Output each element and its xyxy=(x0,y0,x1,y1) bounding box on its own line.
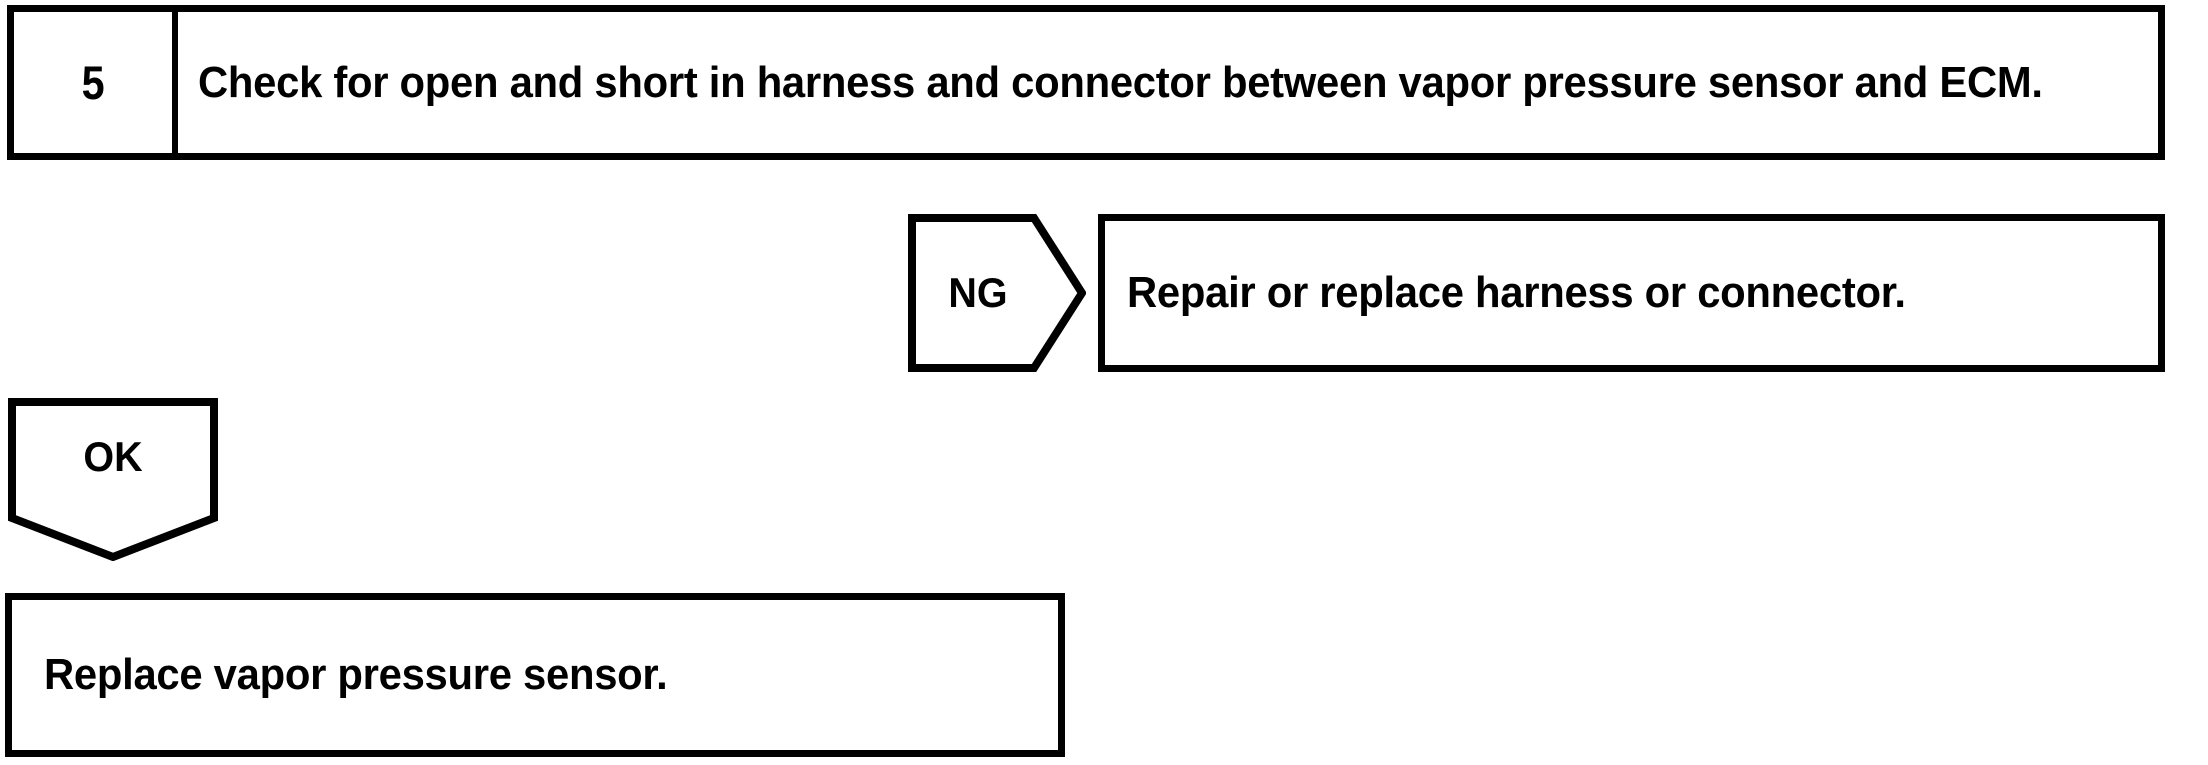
ng-action-text: Repair or replace harness or connector. xyxy=(1127,268,1906,317)
ng-arrow-shape xyxy=(908,214,1086,372)
step-header-box: 5 Check for open and short in harness an… xyxy=(7,5,2165,160)
ng-action-box: Repair or replace harness or connector. xyxy=(1098,214,2165,372)
ng-branch-label: NG xyxy=(948,269,1008,316)
step-number: 5 xyxy=(81,56,105,109)
step-instruction-text: Check for open and short in harness and … xyxy=(198,57,2043,107)
step-instruction-cell: Check for open and short in harness and … xyxy=(184,12,2158,153)
ok-arrow-icon xyxy=(8,398,218,561)
ok-branch-label: OK xyxy=(83,433,143,480)
ng-arrow-icon xyxy=(908,214,1086,372)
ok-action-box: Replace vapor pressure sensor. xyxy=(5,593,1065,757)
ok-arrow-shape xyxy=(8,398,218,561)
step-number-cell: 5 xyxy=(14,12,178,153)
ok-action-text: Replace vapor pressure sensor. xyxy=(44,650,668,699)
